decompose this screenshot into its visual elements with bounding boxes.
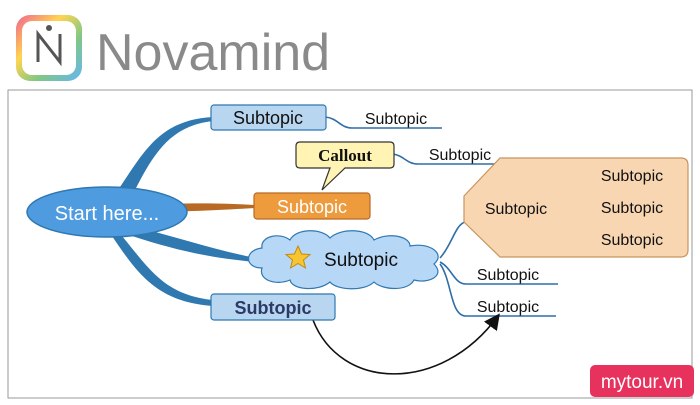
callout-bubble[interactable]: Callout: [295, 141, 395, 191]
boundary-child-1[interactable]: Subtopic: [601, 168, 663, 185]
boundary-subtopic[interactable]: Subtopic: [485, 201, 547, 218]
relationship-arrow[interactable]: [312, 313, 500, 375]
novamind-logo: Novamind: [16, 15, 330, 82]
b1-child-line: [324, 116, 442, 129]
subtopic-node-2[interactable]: Subtopic: [253, 192, 371, 220]
logo-n-icon: [36, 29, 62, 67]
subtopic-1-label: Subtopic: [233, 108, 303, 128]
branch-line-4: [112, 236, 213, 306]
subtopic-node-4[interactable]: Subtopic: [210, 293, 336, 321]
subtopic-3-child-2[interactable]: Subtopic: [477, 299, 539, 316]
star-icon: [284, 244, 312, 270]
watermark-text: mytour.vn: [601, 372, 683, 393]
mytour-watermark: mytour.vn: [590, 365, 694, 397]
root-label: Start here...: [55, 203, 160, 225]
subtopic-1-child[interactable]: Subtopic: [365, 111, 427, 128]
b3-child-line-2: [439, 263, 556, 317]
boundary-child-3[interactable]: Subtopic: [601, 232, 663, 249]
callout-label: Callout: [318, 146, 372, 165]
canvas-border: [7, 89, 693, 399]
subtopic-node-3-cloud[interactable]: Subtopic: [247, 230, 439, 290]
branch-line-3: [132, 228, 256, 262]
b3-boundary-line: [439, 221, 466, 259]
subtopic-3-label: Subtopic: [324, 250, 398, 271]
callout-child-line: [391, 153, 508, 165]
root-node[interactable]: Start here...: [26, 186, 188, 238]
subtopic-node-1[interactable]: Subtopic: [210, 104, 327, 131]
subtopic-4-label: Subtopic: [235, 298, 312, 318]
boundary-child-2[interactable]: Subtopic: [601, 200, 663, 217]
logo-dot-icon: [46, 25, 52, 31]
callout-child[interactable]: Subtopic: [429, 147, 491, 164]
subtopic-3-child-1[interactable]: Subtopic: [477, 267, 539, 284]
logo-wordmark: Novamind: [96, 24, 330, 82]
subtopic-2-label: Subtopic: [277, 197, 347, 217]
b3-child-line-1: [439, 261, 558, 285]
boundary-shape[interactable]: [463, 157, 689, 258]
